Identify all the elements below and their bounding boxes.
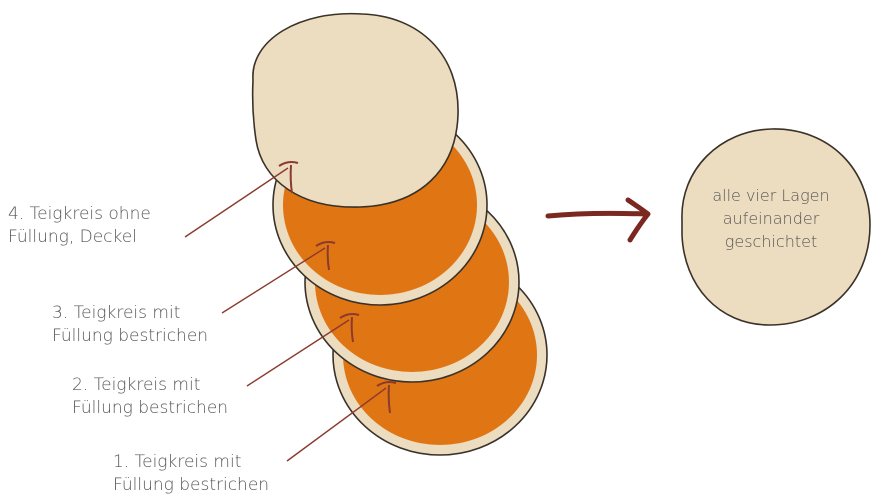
label-layer-2: 2. Teigkreis mit Füllung bestrichen (72, 374, 228, 420)
label-layer-3: 3. Teigkreis mit Füllung bestrichen (52, 302, 208, 348)
label-layer-1: 1. Teigkreis mit Füllung bestrichen (113, 451, 269, 497)
result-label: alle vier Lagen aufeinander geschichtet (696, 184, 846, 253)
label-layer-4: 4. Teigkreis ohne Füllung, Deckel (8, 203, 151, 249)
result-arrow (548, 200, 648, 240)
dough-circle-layer-4-lid (253, 14, 458, 207)
